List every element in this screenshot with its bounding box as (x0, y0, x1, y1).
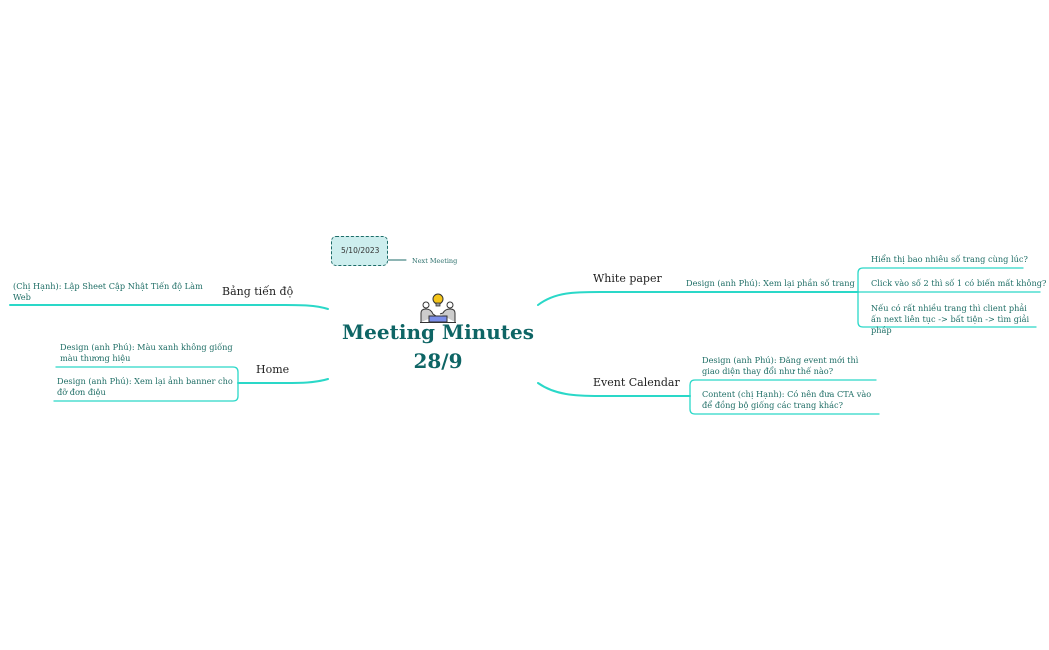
leaf-home-1[interactable]: Design (anh Phú): Màu xanh không giống m… (60, 342, 233, 363)
central-title-line2: 28/9 (413, 349, 463, 373)
leaf-white-paper-1[interactable]: Hiển thị bao nhiêu số trang cùng lúc? (871, 254, 1028, 264)
central-topic[interactable]: Meeting Minutes 28/9 (336, 318, 540, 376)
sub-white-paper-design[interactable]: Design (anh Phú): Xem lại phần số trang (686, 278, 855, 288)
leaf-bang-tien-do-1[interactable]: (Chị Hạnh): Lập Sheet Cập Nhật Tiến độ L… (13, 281, 203, 302)
leaf-white-paper-3[interactable]: Nếu có rất nhiều trang thì client phải ấ… (871, 303, 1030, 335)
branch-bang-tien-do[interactable]: Bảng tiến độ (222, 285, 294, 298)
central-title-line1: Meeting Minutes (342, 320, 534, 344)
leaf-home-2[interactable]: Design (anh Phú): Xem lại ảnh banner cho… (57, 376, 233, 397)
branch-event-calendar[interactable]: Event Calendar (593, 376, 680, 389)
next-meeting-label: Next Meeting (412, 257, 458, 265)
next-meeting-date: 5/10/2023 (341, 246, 380, 255)
leaf-event-calendar-1[interactable]: Design (anh Phú): Đăng event mới thì gia… (702, 355, 859, 376)
next-meeting-box[interactable] (331, 236, 388, 266)
branch-white-paper[interactable]: White paper (593, 272, 662, 285)
branch-home[interactable]: Home (256, 363, 290, 376)
leaf-white-paper-2[interactable]: Click vào số 2 thì số 1 có biến mất khôn… (871, 278, 1047, 288)
meeting-lightbulb-icon (419, 292, 457, 324)
leaf-event-calendar-2[interactable]: Content (chị Hạnh): Có nên đưa CTA vào đ… (702, 389, 872, 410)
